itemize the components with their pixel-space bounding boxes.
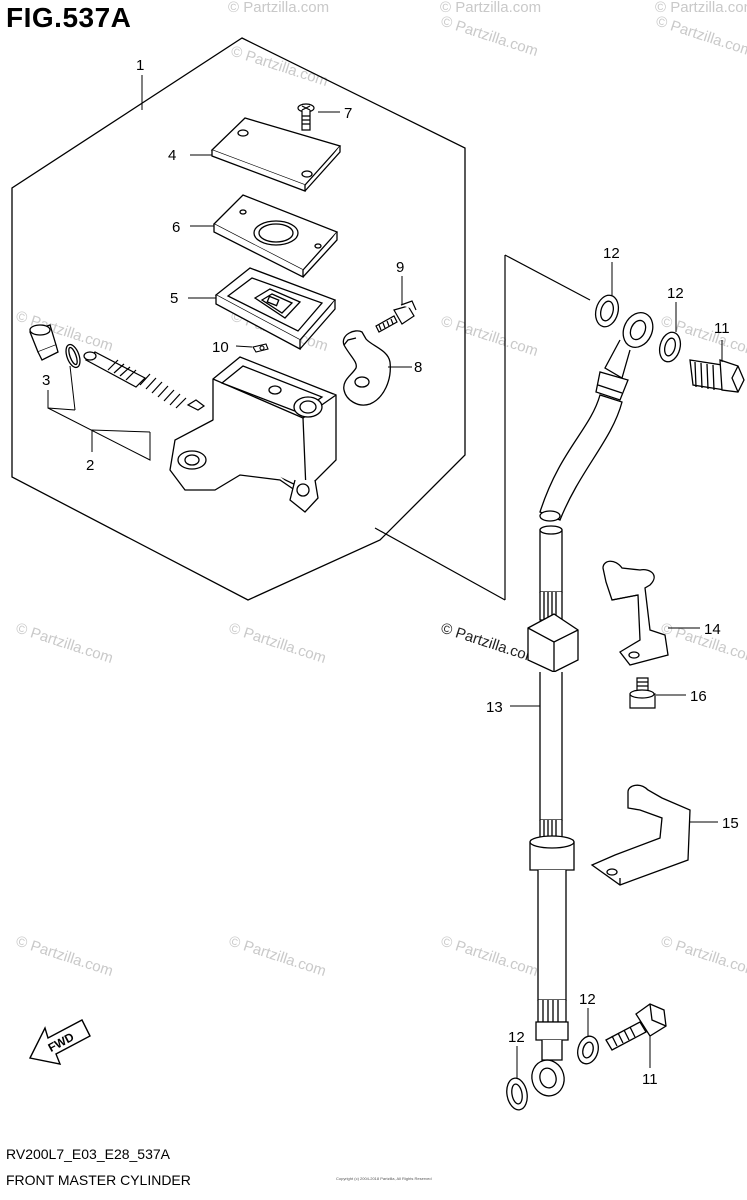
callout-11-lower: 11 xyxy=(642,1071,658,1088)
callout-9: 9 xyxy=(396,259,404,276)
watermarks: © Partzilla.com © Partzilla.com © Partzi… xyxy=(14,0,747,980)
fwd-arrow-icon: FWD xyxy=(28,1019,91,1065)
watermark: © Partzilla.com xyxy=(14,933,115,980)
watermark: © Partzilla.com xyxy=(659,620,747,667)
part-washer-upper-right xyxy=(658,331,682,363)
callout-12-upper-right: 12 xyxy=(667,285,684,302)
part-brake-hose xyxy=(527,311,654,1097)
callout-8: 8 xyxy=(414,359,422,376)
watermark: © Partzilla.com xyxy=(439,933,540,980)
part-washer-lower-left xyxy=(506,1077,528,1111)
callout-2: 2 xyxy=(86,457,94,474)
part-diaphragm xyxy=(214,267,337,351)
callout-5: 5 xyxy=(170,290,178,307)
part-diaphragm-plate xyxy=(212,194,339,279)
callout-12-lower-left: 12 xyxy=(508,1029,525,1046)
part-union-bolt-lower xyxy=(605,1003,667,1051)
part-circlip xyxy=(65,343,81,369)
leader-lines xyxy=(47,75,723,1078)
watermark: © Partzilla.com xyxy=(659,933,747,980)
part-hose-clamp-bracket xyxy=(602,560,669,666)
watermark: © Partzilla.com xyxy=(655,0,747,16)
part-boot xyxy=(29,324,59,361)
watermark: © Partzilla.com xyxy=(439,13,540,60)
assembly-bracket-lines xyxy=(374,254,591,601)
callout-15: 15 xyxy=(722,815,739,832)
callout-13: 13 xyxy=(486,699,503,716)
watermark-dark: © Partzilla.com xyxy=(439,620,540,667)
part-hose-guide-bracket xyxy=(590,784,691,886)
part-piston-set xyxy=(83,351,206,411)
part-screw-cap xyxy=(297,103,315,131)
callout-12-upper-left: 12 xyxy=(603,245,620,262)
part-small-clip xyxy=(252,343,269,353)
callout-1: 1 xyxy=(136,57,144,74)
part-holder-clamp xyxy=(342,330,391,406)
callout-4: 4 xyxy=(168,147,176,164)
part-reservoir-cap xyxy=(210,117,342,192)
watermark: © Partzilla.com xyxy=(227,933,328,980)
callout-14: 14 xyxy=(704,621,721,638)
model-code: RV200L7_E03_E28_537A xyxy=(6,1146,171,1162)
watermark: © Partzilla.com xyxy=(228,0,329,16)
watermark: © Partzilla.com xyxy=(14,620,115,667)
copyright-line: Copyright (c) 2004-2018 Partzilla, All R… xyxy=(336,1176,432,1181)
section-name: FRONT MASTER CYLINDER xyxy=(6,1172,191,1188)
part-clamp-bolt xyxy=(375,300,417,333)
part-master-cylinder-body xyxy=(169,356,337,513)
watermark: © Partzilla.com xyxy=(654,13,747,60)
part-washer-lower-right xyxy=(577,1035,599,1065)
watermark: © Partzilla.com xyxy=(227,620,328,667)
callout-10: 10 xyxy=(212,339,229,356)
callout-6: 6 xyxy=(172,219,180,236)
part-washer-upper-left xyxy=(594,294,620,328)
callout-3: 3 xyxy=(42,372,50,389)
callout-16: 16 xyxy=(690,688,707,705)
watermark: © Partzilla.com xyxy=(439,313,540,360)
figure-title: FIG.537A xyxy=(6,2,132,33)
callout-12-lower-right: 12 xyxy=(579,991,596,1008)
part-bracket-bolt xyxy=(629,677,656,709)
watermark: © Partzilla.com xyxy=(14,308,115,355)
callout-11-upper: 11 xyxy=(714,320,730,337)
assembly-frame xyxy=(11,37,466,601)
callouts: 1 2 3 4 5 6 7 8 9 10 11 11 12 12 12 12 1… xyxy=(42,57,739,1088)
callout-7: 7 xyxy=(344,105,352,122)
part-union-bolt-upper xyxy=(689,359,745,393)
watermark: © Partzilla.com xyxy=(229,43,330,90)
watermark: © Partzilla.com xyxy=(440,0,541,16)
